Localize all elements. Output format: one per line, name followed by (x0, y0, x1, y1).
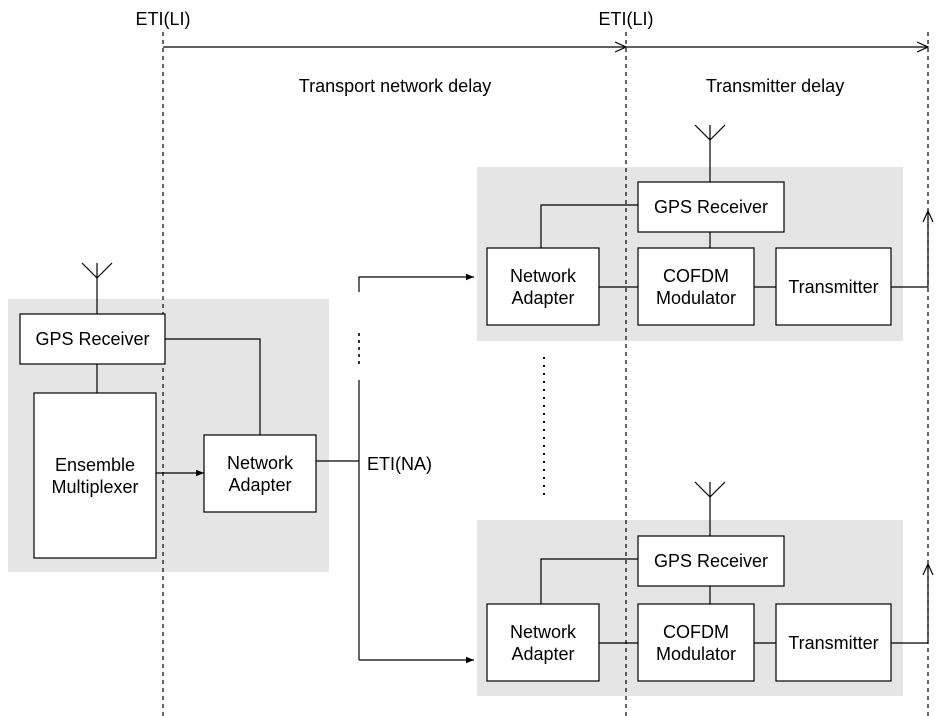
site2-transmitter-box (775, 603, 892, 682)
transport-delay-label: Transport network delay (298, 76, 492, 96)
site1-antenna-icon (694, 124, 726, 182)
site1-gps-box (637, 181, 785, 233)
transmitter-delay-label: Transmitter delay (705, 76, 845, 96)
site1-adapter-text-line1: Network (509, 265, 576, 286)
site1-gps-to-adapter-line (540, 204, 638, 248)
multiplexer-text-line2: Multiplexer (51, 476, 139, 497)
source-adapter-text-line2: Adapter (228, 474, 292, 495)
site2-adapter-label: Network Adapter (487, 604, 599, 681)
site2-output-arrow (891, 564, 928, 644)
source-adapter-label: Network Adapter (204, 435, 316, 512)
source-antenna-icon (81, 262, 113, 314)
site1-transmitter-box (775, 247, 892, 326)
site1-modulator-text-line2: Modulator (655, 287, 737, 308)
site1-transmitter-label: Transmitter (776, 248, 891, 325)
site2-gps-box (637, 535, 785, 587)
source-gps-text: GPS Receiver (35, 329, 150, 349)
site1-modulator-text-line1: COFDM (663, 265, 729, 286)
site1-network-adapter-box (486, 247, 600, 326)
multiplexer-label: Ensemble Multiplexer (34, 393, 156, 558)
gps-to-adapter-line (165, 338, 261, 435)
site2-transmitter-text: Transmitter (788, 632, 879, 653)
site1-adapter-text-line2: Adapter (511, 287, 575, 308)
source-adapter-text-line1: Network (226, 452, 293, 473)
multiplexer-text-line1: Ensemble (54, 454, 136, 475)
site2-antenna-icon (694, 481, 726, 536)
source-gps-label: GPS Receiver (20, 314, 165, 364)
site1-transmitter-text: Transmitter (788, 276, 879, 297)
site1-modulator-label: COFDM Modulator (638, 248, 754, 325)
site2-modulator-text-line1: COFDM (663, 621, 729, 642)
site2-transmitter-label: Transmitter (776, 604, 891, 681)
eti-na-label: ETI(NA) (367, 454, 432, 474)
site1-gps-text: GPS Receiver (653, 197, 769, 217)
ensemble-multiplexer-box (33, 392, 157, 559)
site2-modulator-label: COFDM Modulator (638, 604, 754, 681)
site2-gps-text: GPS Receiver (653, 551, 769, 571)
site1-cofdm-modulator-box (637, 247, 755, 326)
source-gps-box (19, 313, 166, 365)
eti-li-right-label: ETI(LI) (598, 9, 654, 29)
site2-adapter-text-line1: Network (509, 621, 576, 642)
source-network-adapter-box (203, 434, 317, 513)
site2-gps-to-adapter-line (540, 558, 638, 604)
site2-adapter-text-line2: Adapter (511, 643, 575, 664)
site1-adapter-label: Network Adapter (487, 248, 599, 325)
eti-li-left-label: ETI(LI) (135, 9, 191, 29)
site2-modulator-text-line2: Modulator (655, 643, 737, 664)
site2-cofdm-modulator-box (637, 603, 755, 682)
distribution-to-site1-arrow (358, 273, 474, 292)
site2-gps-label: GPS Receiver (638, 536, 784, 586)
site1-output-arrow (891, 211, 928, 288)
site1-gps-label: GPS Receiver (638, 182, 784, 232)
